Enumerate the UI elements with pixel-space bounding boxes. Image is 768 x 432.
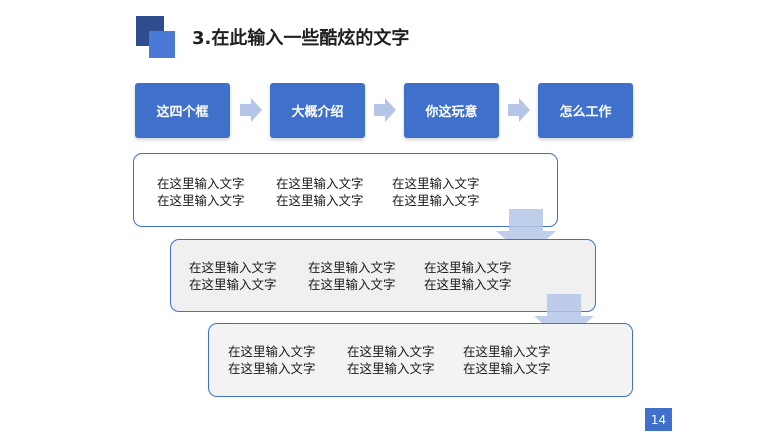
content-text: 在这里输入文字 xyxy=(347,344,435,359)
slide-title: 3.在此输入一些酷炫的文字 xyxy=(192,28,410,49)
content-text: 在这里输入文字 xyxy=(392,193,480,208)
content-text: 在这里输入文字 xyxy=(392,176,480,191)
content-text-grid-3: 在这里输入文字 在这里输入文字 在这里输入文字 在这里输入文字 在这里输入文字 … xyxy=(228,344,573,377)
content-text: 在这里输入文字 xyxy=(228,344,316,359)
content-text: 在这里输入文字 xyxy=(157,176,245,191)
step-box-4: 怎么工作 xyxy=(538,83,633,138)
title-decoration-square-light xyxy=(149,31,175,58)
content-box-1 xyxy=(133,153,558,227)
content-text-grid-1: 在这里输入文字 在这里输入文字 在这里输入文字 在这里输入文字 在这里输入文字 … xyxy=(157,176,502,209)
content-text: 在这里输入文字 xyxy=(228,361,316,376)
content-text: 在这里输入文字 xyxy=(189,260,277,275)
content-text: 在这里输入文字 xyxy=(424,277,512,292)
content-text: 在这里输入文字 xyxy=(463,361,551,376)
content-box-3 xyxy=(208,323,633,397)
content-text: 在这里输入文字 xyxy=(308,277,396,292)
content-text: 在这里输入文字 xyxy=(157,193,245,208)
step-box-2: 大概介绍 xyxy=(270,83,365,138)
arrow-down-icon xyxy=(534,294,594,342)
content-text: 在这里输入文字 xyxy=(424,260,512,275)
arrow-down-icon xyxy=(496,209,556,257)
arrow-right-icon xyxy=(374,98,396,122)
step-label: 怎么工作 xyxy=(559,105,612,120)
page-number: 14 xyxy=(645,408,672,431)
content-text: 在这里输入文字 xyxy=(347,361,435,376)
content-text: 在这里输入文字 xyxy=(276,176,364,191)
content-text: 在这里输入文字 xyxy=(189,277,277,292)
content-text: 在这里输入文字 xyxy=(308,260,396,275)
step-label: 你这玩意 xyxy=(425,105,478,120)
content-text: 在这里输入文字 xyxy=(276,193,364,208)
content-box-2 xyxy=(170,239,596,312)
step-label: 这四个框 xyxy=(156,105,209,120)
page-number-label: 14 xyxy=(650,412,667,427)
step-box-3: 你这玩意 xyxy=(404,83,499,138)
content-text-grid-2: 在这里输入文字 在这里输入文字 在这里输入文字 在这里输入文字 在这里输入文字 … xyxy=(189,260,534,293)
arrow-right-icon xyxy=(240,98,262,122)
step-label: 大概介绍 xyxy=(291,105,344,120)
content-text: 在这里输入文字 xyxy=(463,344,551,359)
arrow-right-icon xyxy=(508,98,530,122)
step-box-1: 这四个框 xyxy=(135,83,230,138)
